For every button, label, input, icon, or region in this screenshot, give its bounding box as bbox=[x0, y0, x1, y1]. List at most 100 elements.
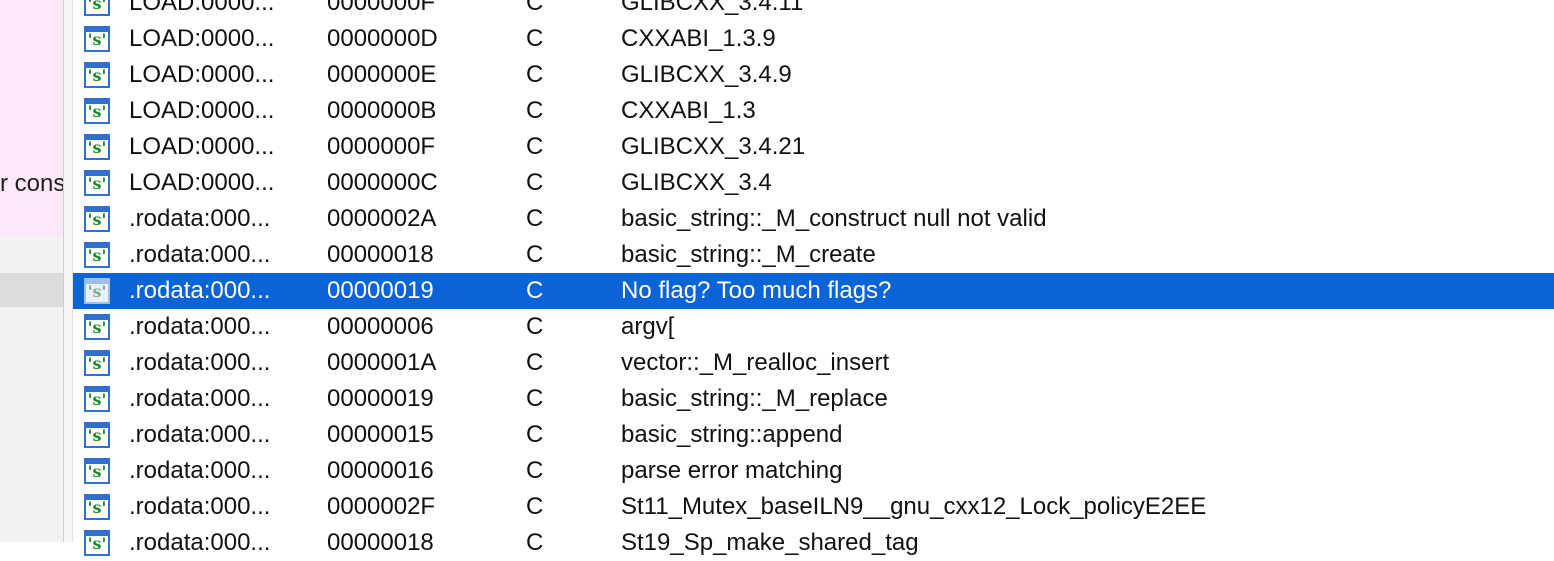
length-cell: 0000000E bbox=[327, 61, 437, 88]
length-cell: 00000018 bbox=[327, 241, 434, 268]
length-cell: 00000019 bbox=[327, 277, 434, 304]
table-row[interactable]: 's' .rodata:000... 00000018 C St19_Sp_ma… bbox=[73, 525, 1554, 561]
length-cell: 0000002F bbox=[327, 493, 436, 520]
string-literal-icon: 's' bbox=[84, 134, 110, 160]
table-row[interactable]: 's' .rodata:000... 00000019 C basic_stri… bbox=[73, 381, 1554, 417]
string-icon-glyph: 's' bbox=[87, 390, 107, 409]
length-cell: 0000001A bbox=[327, 349, 437, 376]
string-icon-glyph: 's' bbox=[87, 0, 107, 13]
string-cell: basic_string::_M_construct null not vali… bbox=[621, 205, 1047, 232]
string-literal-icon: 's' bbox=[84, 62, 110, 88]
address-cell: .rodata:000... bbox=[129, 349, 271, 376]
type-cell: C bbox=[526, 421, 544, 448]
type-cell: C bbox=[526, 313, 544, 340]
table-row[interactable]: 's' LOAD:0000... 0000000E C GLIBCXX_3.4.… bbox=[73, 57, 1554, 93]
string-icon-glyph: 's' bbox=[87, 498, 107, 517]
table-row[interactable]: 's' .rodata:000... 0000002A C basic_stri… bbox=[73, 201, 1554, 237]
string-literal-icon: 's' bbox=[84, 314, 110, 340]
string-icon-glyph: 's' bbox=[87, 246, 107, 265]
pane-splitter[interactable] bbox=[63, 0, 73, 542]
table-row-selected[interactable]: 's' .rodata:000... 00000019 C No flag? T… bbox=[73, 273, 1554, 309]
address-cell: LOAD:0000... bbox=[129, 25, 275, 52]
length-cell: 0000000F bbox=[327, 0, 436, 16]
length-cell: 00000016 bbox=[327, 457, 434, 484]
string-cell: No flag? Too much flags? bbox=[621, 277, 892, 304]
string-cell: vector::_M_realloc_insert bbox=[621, 349, 890, 376]
string-cell: basic_string::append bbox=[621, 421, 843, 448]
string-icon-glyph: 's' bbox=[87, 462, 107, 481]
type-cell: C bbox=[526, 133, 544, 160]
type-cell: C bbox=[526, 61, 544, 88]
string-cell: CXXABI_1.3.9 bbox=[621, 25, 776, 52]
type-cell: C bbox=[526, 529, 544, 556]
address-cell: .rodata:000... bbox=[129, 457, 271, 484]
string-literal-icon: 's' bbox=[84, 278, 110, 304]
type-cell: C bbox=[526, 97, 544, 124]
address-cell: LOAD:0000... bbox=[129, 0, 275, 16]
string-literal-icon: 's' bbox=[84, 350, 110, 376]
string-cell: St11_Mutex_baseILN9__gnu_cxx12_Lock_poli… bbox=[621, 493, 1207, 520]
length-cell: 0000000C bbox=[327, 169, 438, 196]
string-icon-glyph: 's' bbox=[87, 282, 107, 301]
address-cell: .rodata:000... bbox=[129, 493, 271, 520]
left-pane-text: r cons bbox=[0, 170, 63, 197]
left-pane: r cons bbox=[0, 0, 63, 542]
string-cell: GLIBCXX_3.4.9 bbox=[621, 61, 792, 88]
string-icon-glyph: 's' bbox=[87, 174, 107, 193]
string-cell: St19_Sp_make_shared_tag bbox=[621, 529, 919, 556]
string-literal-icon: 's' bbox=[84, 422, 110, 448]
string-literal-icon: 's' bbox=[84, 26, 110, 52]
table-row[interactable]: 's' LOAD:0000... 0000000F C GLIBCXX_3.4.… bbox=[73, 129, 1554, 165]
address-cell: .rodata:000... bbox=[129, 205, 271, 232]
length-cell: 00000019 bbox=[327, 385, 434, 412]
table-row[interactable]: 's' LOAD:0000... 0000000F C GLIBCXX_3.4.… bbox=[73, 0, 1554, 21]
type-cell: C bbox=[526, 277, 544, 304]
table-row[interactable]: 's' LOAD:0000... 0000000D C CXXABI_1.3.9 bbox=[73, 21, 1554, 57]
string-cell: CXXABI_1.3 bbox=[621, 97, 756, 124]
table-row[interactable]: 's' .rodata:000... 00000016 C parse erro… bbox=[73, 453, 1554, 489]
string-cell: basic_string::_M_replace bbox=[621, 385, 888, 412]
length-cell: 00000006 bbox=[327, 313, 434, 340]
type-cell: C bbox=[526, 349, 544, 376]
string-cell: GLIBCXX_3.4.21 bbox=[621, 133, 806, 160]
string-cell: argv[ bbox=[621, 313, 675, 340]
string-icon-glyph: 's' bbox=[87, 210, 107, 229]
length-cell: 00000018 bbox=[327, 529, 434, 556]
type-cell: C bbox=[526, 457, 544, 484]
address-cell: .rodata:000... bbox=[129, 277, 271, 304]
length-cell: 00000015 bbox=[327, 421, 434, 448]
address-cell: .rodata:000... bbox=[129, 385, 271, 412]
table-row[interactable]: 's' .rodata:000... 00000015 C basic_stri… bbox=[73, 417, 1554, 453]
length-cell: 0000000B bbox=[327, 97, 437, 124]
table-row[interactable]: 's' .rodata:000... 00000006 C argv[ bbox=[73, 309, 1554, 345]
string-icon-glyph: 's' bbox=[87, 30, 107, 49]
table-row[interactable]: 's' .rodata:000... 0000001A C vector::_M… bbox=[73, 345, 1554, 381]
string-icon-glyph: 's' bbox=[87, 138, 107, 157]
string-literal-icon: 's' bbox=[84, 494, 110, 520]
string-icon-glyph: 's' bbox=[87, 66, 107, 85]
string-literal-icon: 's' bbox=[84, 0, 110, 16]
string-cell: GLIBCXX_3.4.11 bbox=[621, 0, 804, 16]
string-literal-icon: 's' bbox=[84, 98, 110, 124]
address-cell: .rodata:000... bbox=[129, 241, 271, 268]
string-icon-glyph: 's' bbox=[87, 534, 107, 553]
table-row[interactable]: 's' .rodata:000... 0000002F C St11_Mutex… bbox=[73, 489, 1554, 525]
address-cell: LOAD:0000... bbox=[129, 169, 275, 196]
string-literal-icon: 's' bbox=[84, 458, 110, 484]
table-row[interactable]: 's' LOAD:0000... 0000000B C CXXABI_1.3 bbox=[73, 93, 1554, 129]
left-pane-selected-row[interactable] bbox=[0, 273, 63, 307]
type-cell: C bbox=[526, 385, 544, 412]
length-cell: 0000000D bbox=[327, 25, 438, 52]
string-cell: GLIBCXX_3.4 bbox=[621, 169, 772, 196]
string-cell: basic_string::_M_create bbox=[621, 241, 876, 268]
strings-list: 's' LOAD:0000... 0000000F C GLIBCXX_3.4.… bbox=[73, 0, 1554, 561]
string-icon-glyph: 's' bbox=[87, 354, 107, 373]
string-icon-glyph: 's' bbox=[87, 318, 107, 337]
table-row[interactable]: 's' LOAD:0000... 0000000C C GLIBCXX_3.4 bbox=[73, 165, 1554, 201]
string-cell: parse error matching bbox=[621, 457, 843, 484]
length-cell: 0000002A bbox=[327, 205, 437, 232]
string-literal-icon: 's' bbox=[84, 206, 110, 232]
address-cell: .rodata:000... bbox=[129, 529, 271, 556]
string-literal-icon: 's' bbox=[84, 386, 110, 412]
table-row[interactable]: 's' .rodata:000... 00000018 C basic_stri… bbox=[73, 237, 1554, 273]
